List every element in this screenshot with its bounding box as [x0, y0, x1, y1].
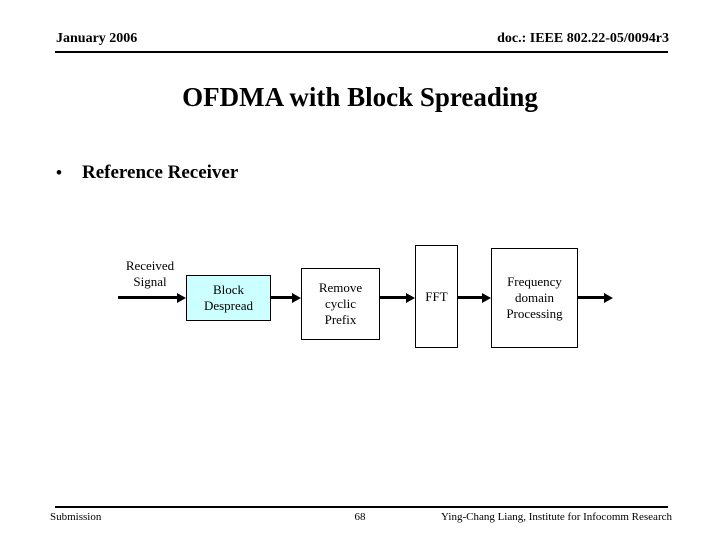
arrow-remove-cyclic-prefix-to-fft — [380, 292, 415, 303]
received-signal-label: Received Signal — [125, 258, 175, 289]
header-document-number: doc.: IEEE 802.22-05/0094r3 — [497, 31, 669, 46]
block-frequency-domain-processing-label: Frequency domain Processing — [506, 274, 563, 321]
block-fft-label: FFT — [425, 288, 448, 304]
header-divider — [55, 51, 668, 53]
block-frequency-domain-processing: Frequency domain Processing — [491, 248, 578, 348]
block-block-despread: Block Despread — [186, 275, 271, 321]
arrow-block-despread-to-remove-cyclic-prefix — [271, 292, 301, 303]
arrow-fft-to-frequency-domain-processing — [458, 292, 491, 303]
bullet-item: • Reference Receiver — [56, 162, 238, 184]
block-remove-cyclic-prefix-label: Remove cyclic Prefix — [318, 280, 363, 327]
arrow-input-to-block-despread — [118, 292, 186, 303]
arrow-output — [578, 292, 613, 303]
bullet-item-label: Reference Receiver — [82, 162, 239, 183]
header-date: January 2006 — [56, 31, 138, 46]
footer-divider — [55, 506, 668, 508]
block-block-despread-label: Block Despread — [203, 282, 254, 313]
footer-author-label: Ying-Chang Liang, Institute for Infocomm… — [441, 511, 672, 523]
footer-page-number: 68 — [354, 511, 366, 523]
footer-submission-label: Submission — [50, 511, 102, 523]
bullet-dot-icon: • — [56, 163, 62, 182]
page-title: OFDMA with Block Spreading — [182, 82, 538, 112]
block-remove-cyclic-prefix: Remove cyclic Prefix — [301, 268, 380, 340]
block-fft: FFT — [415, 245, 458, 348]
